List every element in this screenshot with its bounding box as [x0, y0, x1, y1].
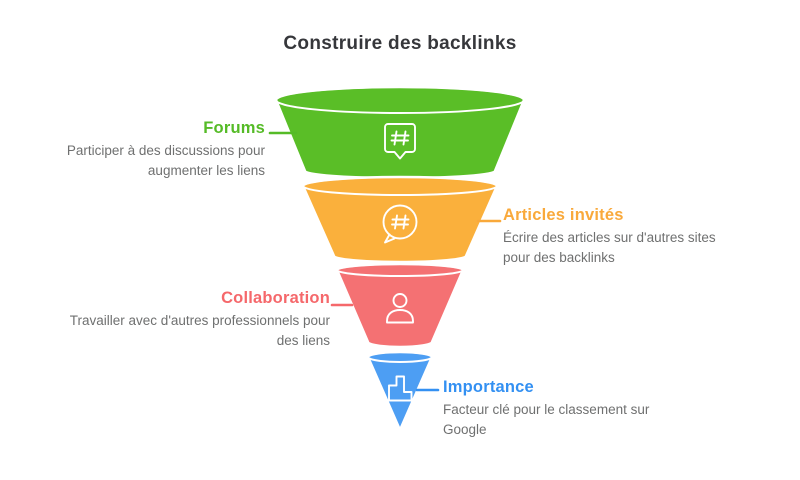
label-articles-invites-description: Écrire des articles sur d'autres sites p…: [503, 230, 716, 265]
funnel-segment-importance: [366, 350, 434, 432]
label-importance-description: Facteur clé pour le classement sur Googl…: [443, 402, 650, 437]
label-block-importance: Importance Facteur clé pour le classemen…: [443, 378, 683, 440]
page-title: Construire des backlinks: [283, 33, 517, 54]
label-block-articles-invites: Articles invités Écrire des articles sur…: [503, 206, 743, 268]
label-forums-description: Participer à des discussions pour augmen…: [66, 143, 265, 178]
person-icon: [386, 293, 414, 324]
funnel-segment-forums-rim: [275, 86, 525, 114]
label-forums-name: Forums: [203, 119, 265, 137]
label-collaboration-name: Collaboration: [221, 289, 330, 307]
label-collaboration-description: Travailler avec d'autres professionnels …: [69, 313, 330, 348]
funnel-segment-articles-invites-rim: [302, 176, 498, 196]
hashtag-square-bubble-icon: [384, 123, 416, 160]
bar-chart-icon: [388, 375, 413, 402]
funnel-segment-articles-invites: [301, 175, 499, 264]
funnel-segment-collaboration: [335, 262, 465, 349]
funnel-segment-collaboration-rim: [336, 263, 464, 277]
label-importance-name: Importance: [443, 378, 534, 396]
funnel-segment-importance-rim: [367, 351, 433, 363]
funnel-segment-forums-body: [274, 85, 526, 180]
hashtag-round-bubble-icon: [382, 204, 418, 244]
label-block-collaboration: Collaboration Travailler avec d'autres p…: [65, 289, 330, 351]
label-block-forums: Forums Participer à des discussions pour…: [25, 119, 265, 181]
funnel-segment-forums: [274, 85, 526, 180]
label-articles-invites-name: Articles invités: [503, 206, 624, 224]
